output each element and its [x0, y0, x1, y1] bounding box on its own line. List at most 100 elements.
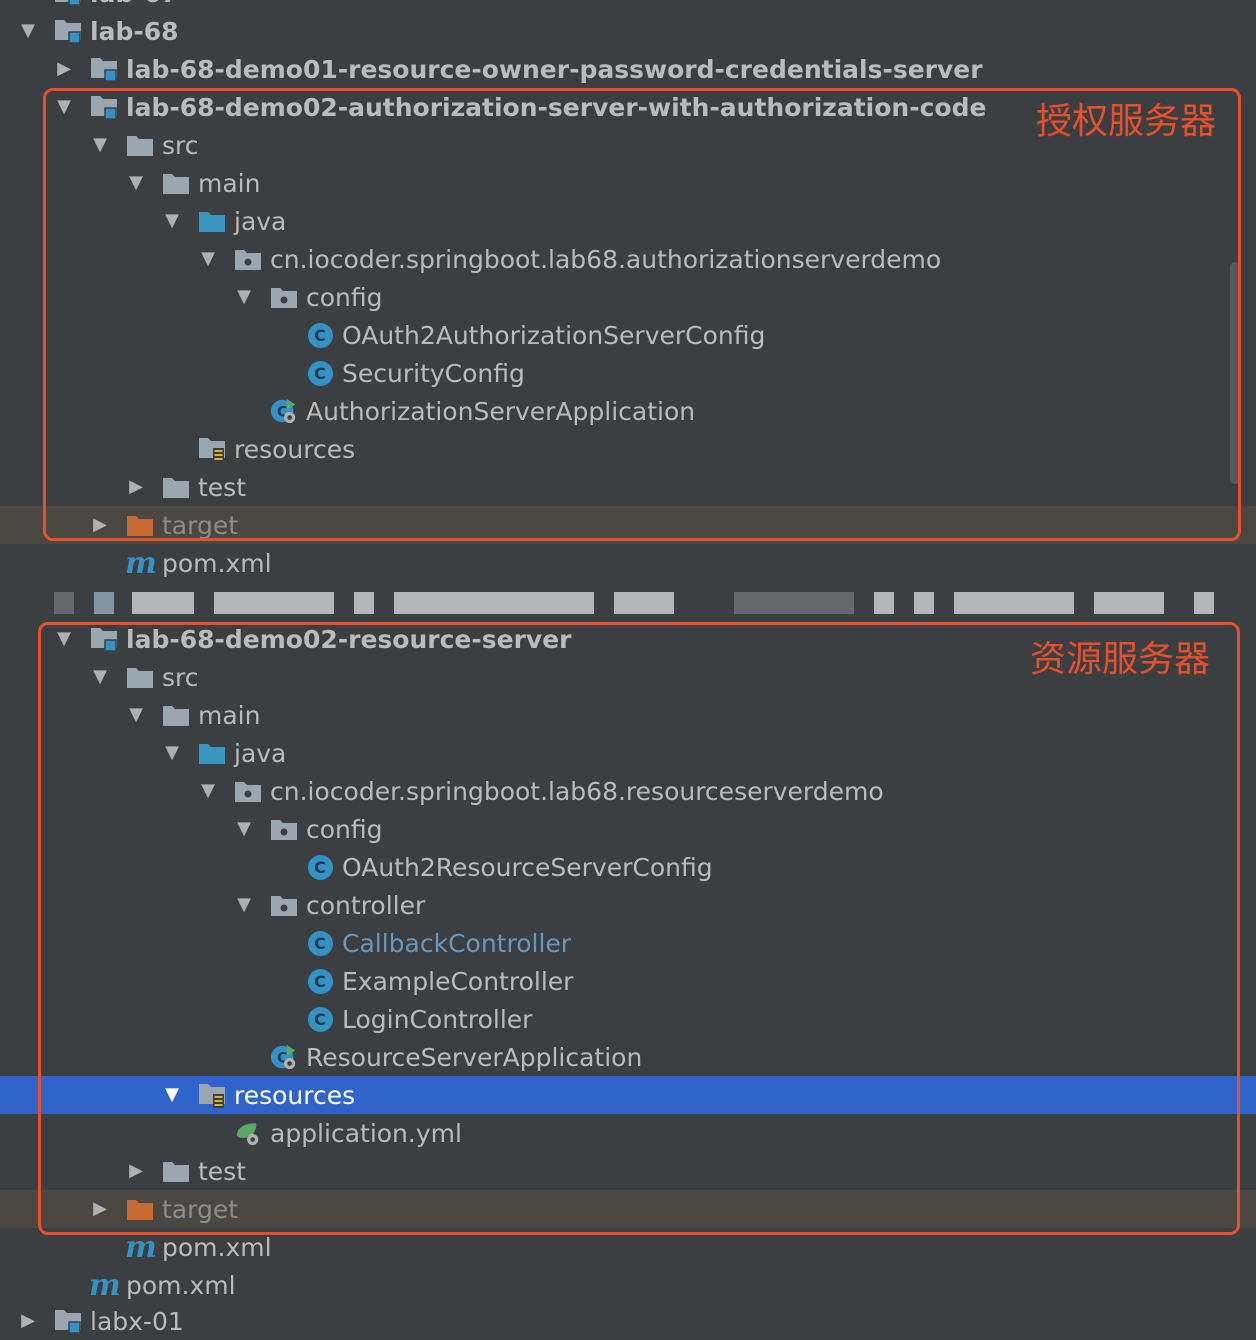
tree-node-label: java [234, 738, 287, 768]
tree-node-label: lab-68-demo01-resource-owner-password-cr… [126, 54, 983, 84]
tree-node-lab-67[interactable]: lab-67 [0, 0, 1256, 12]
tree-node-test[interactable]: ▶ test [0, 468, 1256, 506]
auth-server-annotation-label: 授权服务器 [1036, 101, 1217, 142]
collapsed-arrow-icon[interactable]: ▶ [129, 1160, 143, 1181]
module-folder-icon [90, 55, 118, 83]
tree-node-src[interactable]: ▼ src [0, 658, 1256, 696]
tree-node-java[interactable]: ▼ java [0, 734, 1256, 772]
module-folder-icon [54, 0, 82, 7]
collapsed-arrow-icon[interactable]: ▶ [21, 1310, 35, 1331]
expanded-arrow-icon[interactable]: ▼ [237, 818, 251, 839]
expanded-arrow-icon[interactable]: ▼ [57, 628, 71, 649]
tree-node-config[interactable]: ▼ config [0, 278, 1256, 316]
tree-node-label: lab-68-demo02-authorization-server-with-… [126, 92, 987, 122]
expanded-arrow-icon[interactable]: ▼ [129, 704, 143, 725]
tree-node-class[interactable]: C OAuth2ResourceServerConfig [0, 848, 1256, 886]
tree-node-main[interactable]: ▼ main [0, 696, 1256, 734]
expanded-arrow-icon[interactable]: ▼ [93, 666, 107, 687]
tree-node-label: AuthorizationServerApplication [306, 396, 696, 426]
tree-node-src[interactable]: ▼ src [0, 126, 1256, 164]
expanded-arrow-icon[interactable]: ▼ [165, 210, 179, 231]
module-folder-icon [54, 17, 82, 45]
tree-node-resource-server-module[interactable]: ▼ lab-68-demo02-resource-server [0, 620, 1256, 658]
class-icon: C [306, 967, 334, 995]
tree-node-label: lab-68-demo02-resource-server [126, 624, 572, 654]
module-folder-icon [54, 1307, 82, 1335]
tree-node-pom[interactable]: pom.xml [0, 1228, 1256, 1266]
tree-node-test[interactable]: ▶ test [0, 1152, 1256, 1190]
tree-node-class[interactable]: C CallbackController [0, 924, 1256, 962]
tree-node-pom[interactable]: pom.xml [0, 544, 1256, 582]
tree-node-label: ExampleController [342, 966, 574, 996]
expanded-arrow-icon[interactable]: ▼ [237, 894, 251, 915]
tree-node-class[interactable]: C OAuth2AuthorizationServerConfig [0, 316, 1256, 354]
collapsed-arrow-icon[interactable]: ▶ [93, 514, 107, 535]
tree-node-label: test [198, 472, 247, 502]
tree-node-label: resources [234, 434, 356, 464]
tree-node-lab-68[interactable]: ▼ lab-68 [0, 12, 1256, 50]
tree-node-label: cn.iocoder.springboot.lab68.authorizatio… [270, 244, 942, 274]
tree-node-label: pom.xml [126, 1270, 236, 1300]
tree-node-demo01[interactable]: ▶ lab-68-demo01-resource-owner-password-… [0, 50, 1256, 88]
tree-node-controller[interactable]: ▼ controller [0, 886, 1256, 924]
class-icon: C [306, 1005, 334, 1033]
expanded-arrow-icon[interactable]: ▼ [21, 20, 35, 41]
maven-icon [88, 1271, 122, 1299]
tree-node-main[interactable]: ▼ main [0, 164, 1256, 202]
expanded-arrow-icon[interactable]: ▼ [93, 134, 107, 155]
class-icon: C [306, 359, 334, 387]
vertical-scrollbar[interactable] [1230, 262, 1240, 484]
expanded-arrow-icon[interactable]: ▼ [201, 248, 215, 269]
expanded-arrow-icon[interactable]: ▼ [165, 1084, 179, 1105]
tree-node-root-pom[interactable]: pom.xml [0, 1266, 1256, 1304]
tree-node-target[interactable]: ▶ target [0, 506, 1256, 544]
tree-node-label: target [162, 1194, 239, 1224]
redacted-row [50, 592, 1220, 614]
tree-node-resources-selected[interactable]: ▼ resources [0, 1076, 1256, 1114]
tree-node-label: src [162, 130, 199, 160]
tree-node-label: target [162, 510, 239, 540]
expanded-arrow-icon[interactable]: ▼ [201, 780, 215, 801]
tree-node-label: OAuth2ResourceServerConfig [342, 852, 713, 882]
class-icon: C [306, 929, 334, 957]
tree-node-label: controller [306, 890, 426, 920]
tree-node-label: config [306, 282, 383, 312]
tree-node-config[interactable]: ▼ config [0, 810, 1256, 848]
tree-node-label: config [306, 814, 383, 844]
tree-node-package[interactable]: ▼ cn.iocoder.springboot.lab68.authorizat… [0, 240, 1256, 278]
tree-node-label: main [198, 168, 261, 198]
tree-node-resources[interactable]: resources [0, 430, 1256, 468]
tree-node-label: lab-67 [90, 0, 179, 8]
tree-node-label: application.yml [270, 1118, 462, 1148]
tree-node-label: lab-68 [90, 16, 179, 46]
tree-node-label: CallbackController [342, 928, 572, 958]
tree-node-java[interactable]: ▼ java [0, 202, 1256, 240]
tree-node-label: labx-01 [90, 1306, 184, 1336]
class-icon: C [306, 853, 334, 881]
tree-node-class[interactable]: C ExampleController [0, 962, 1256, 1000]
tree-node-target[interactable]: ▶ target [0, 1190, 1256, 1228]
tree-node-class[interactable]: C LoginController [0, 1000, 1256, 1038]
collapsed-arrow-icon[interactable]: ▶ [129, 476, 143, 497]
tree-node-label: java [234, 206, 287, 236]
tree-node-label: resources [234, 1080, 356, 1110]
tree-node-label: ResourceServerApplication [306, 1042, 643, 1072]
auth-server-annotation-box [43, 88, 1241, 541]
tree-node-label: cn.iocoder.springboot.lab68.resourceserv… [270, 776, 884, 806]
expanded-arrow-icon[interactable]: ▼ [129, 172, 143, 193]
tree-node-application-class[interactable]: AuthorizationServerApplication [0, 392, 1256, 430]
expanded-arrow-icon[interactable]: ▼ [165, 742, 179, 763]
tree-node-auth-server-module[interactable]: ▼ lab-68-demo02-authorization-server-wit… [0, 88, 1256, 126]
tree-node-label: pom.xml [162, 548, 272, 578]
tree-node-class[interactable]: C SecurityConfig [0, 354, 1256, 392]
collapsed-arrow-icon[interactable]: ▶ [57, 58, 71, 79]
collapsed-arrow-icon[interactable]: ▶ [93, 1198, 107, 1219]
resource-server-annotation-label: 资源服务器 [1030, 639, 1211, 680]
tree-node-label: main [198, 700, 261, 730]
expanded-arrow-icon[interactable]: ▼ [57, 96, 71, 117]
tree-node-package[interactable]: ▼ cn.iocoder.springboot.lab68.resourcese… [0, 772, 1256, 810]
tree-node-yml[interactable]: application.yml [0, 1114, 1256, 1152]
tree-node-labx-01[interactable]: ▶ labx-01 [0, 1302, 1256, 1340]
expanded-arrow-icon[interactable]: ▼ [237, 286, 251, 307]
tree-node-application-class[interactable]: ResourceServerApplication [0, 1038, 1256, 1076]
